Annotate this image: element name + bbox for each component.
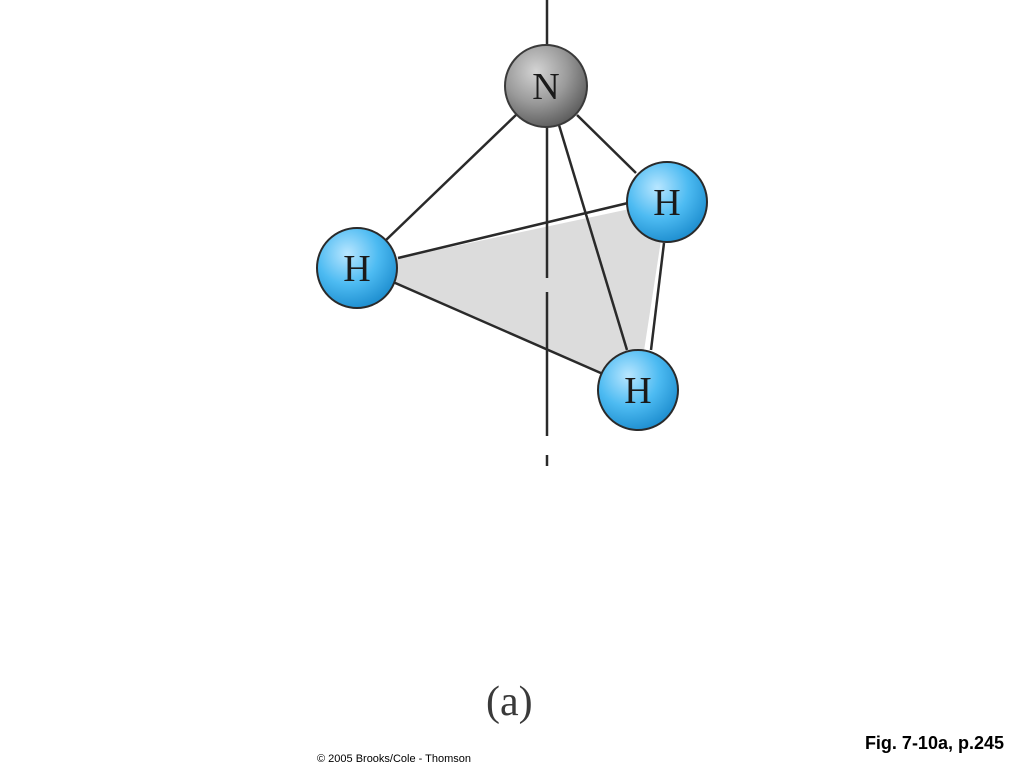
bond-n-h-left — [384, 113, 518, 242]
hydrogen-bottom-symbol: H — [624, 370, 651, 412]
nitrogen-symbol: N — [532, 66, 559, 108]
copyright-notice: © 2005 Brooks/Cole - Thomson — [317, 753, 472, 765]
nitrogen-atom: N — [504, 44, 588, 128]
bond-n-h-right — [576, 114, 637, 174]
hydrogen-atom-bottom: H — [597, 349, 679, 431]
hydrogen-right-symbol: H — [653, 182, 680, 224]
part-label: (a) — [486, 679, 533, 725]
hydrogen-atom-right: H — [626, 161, 708, 243]
edge-h-left-to-h-right — [397, 201, 629, 260]
figure-reference: Fig. 7-10a, p.245 — [864, 733, 1004, 753]
hydrogen-atom-left: H — [316, 227, 398, 309]
base-plane-triangle — [357, 201, 667, 390]
bond-n-h-bottom — [557, 124, 629, 351]
edge-h-left-to-h-bottom — [392, 280, 604, 376]
edge-h-right-to-h-bottom — [649, 242, 666, 351]
hydrogen-left-symbol: H — [343, 248, 370, 290]
